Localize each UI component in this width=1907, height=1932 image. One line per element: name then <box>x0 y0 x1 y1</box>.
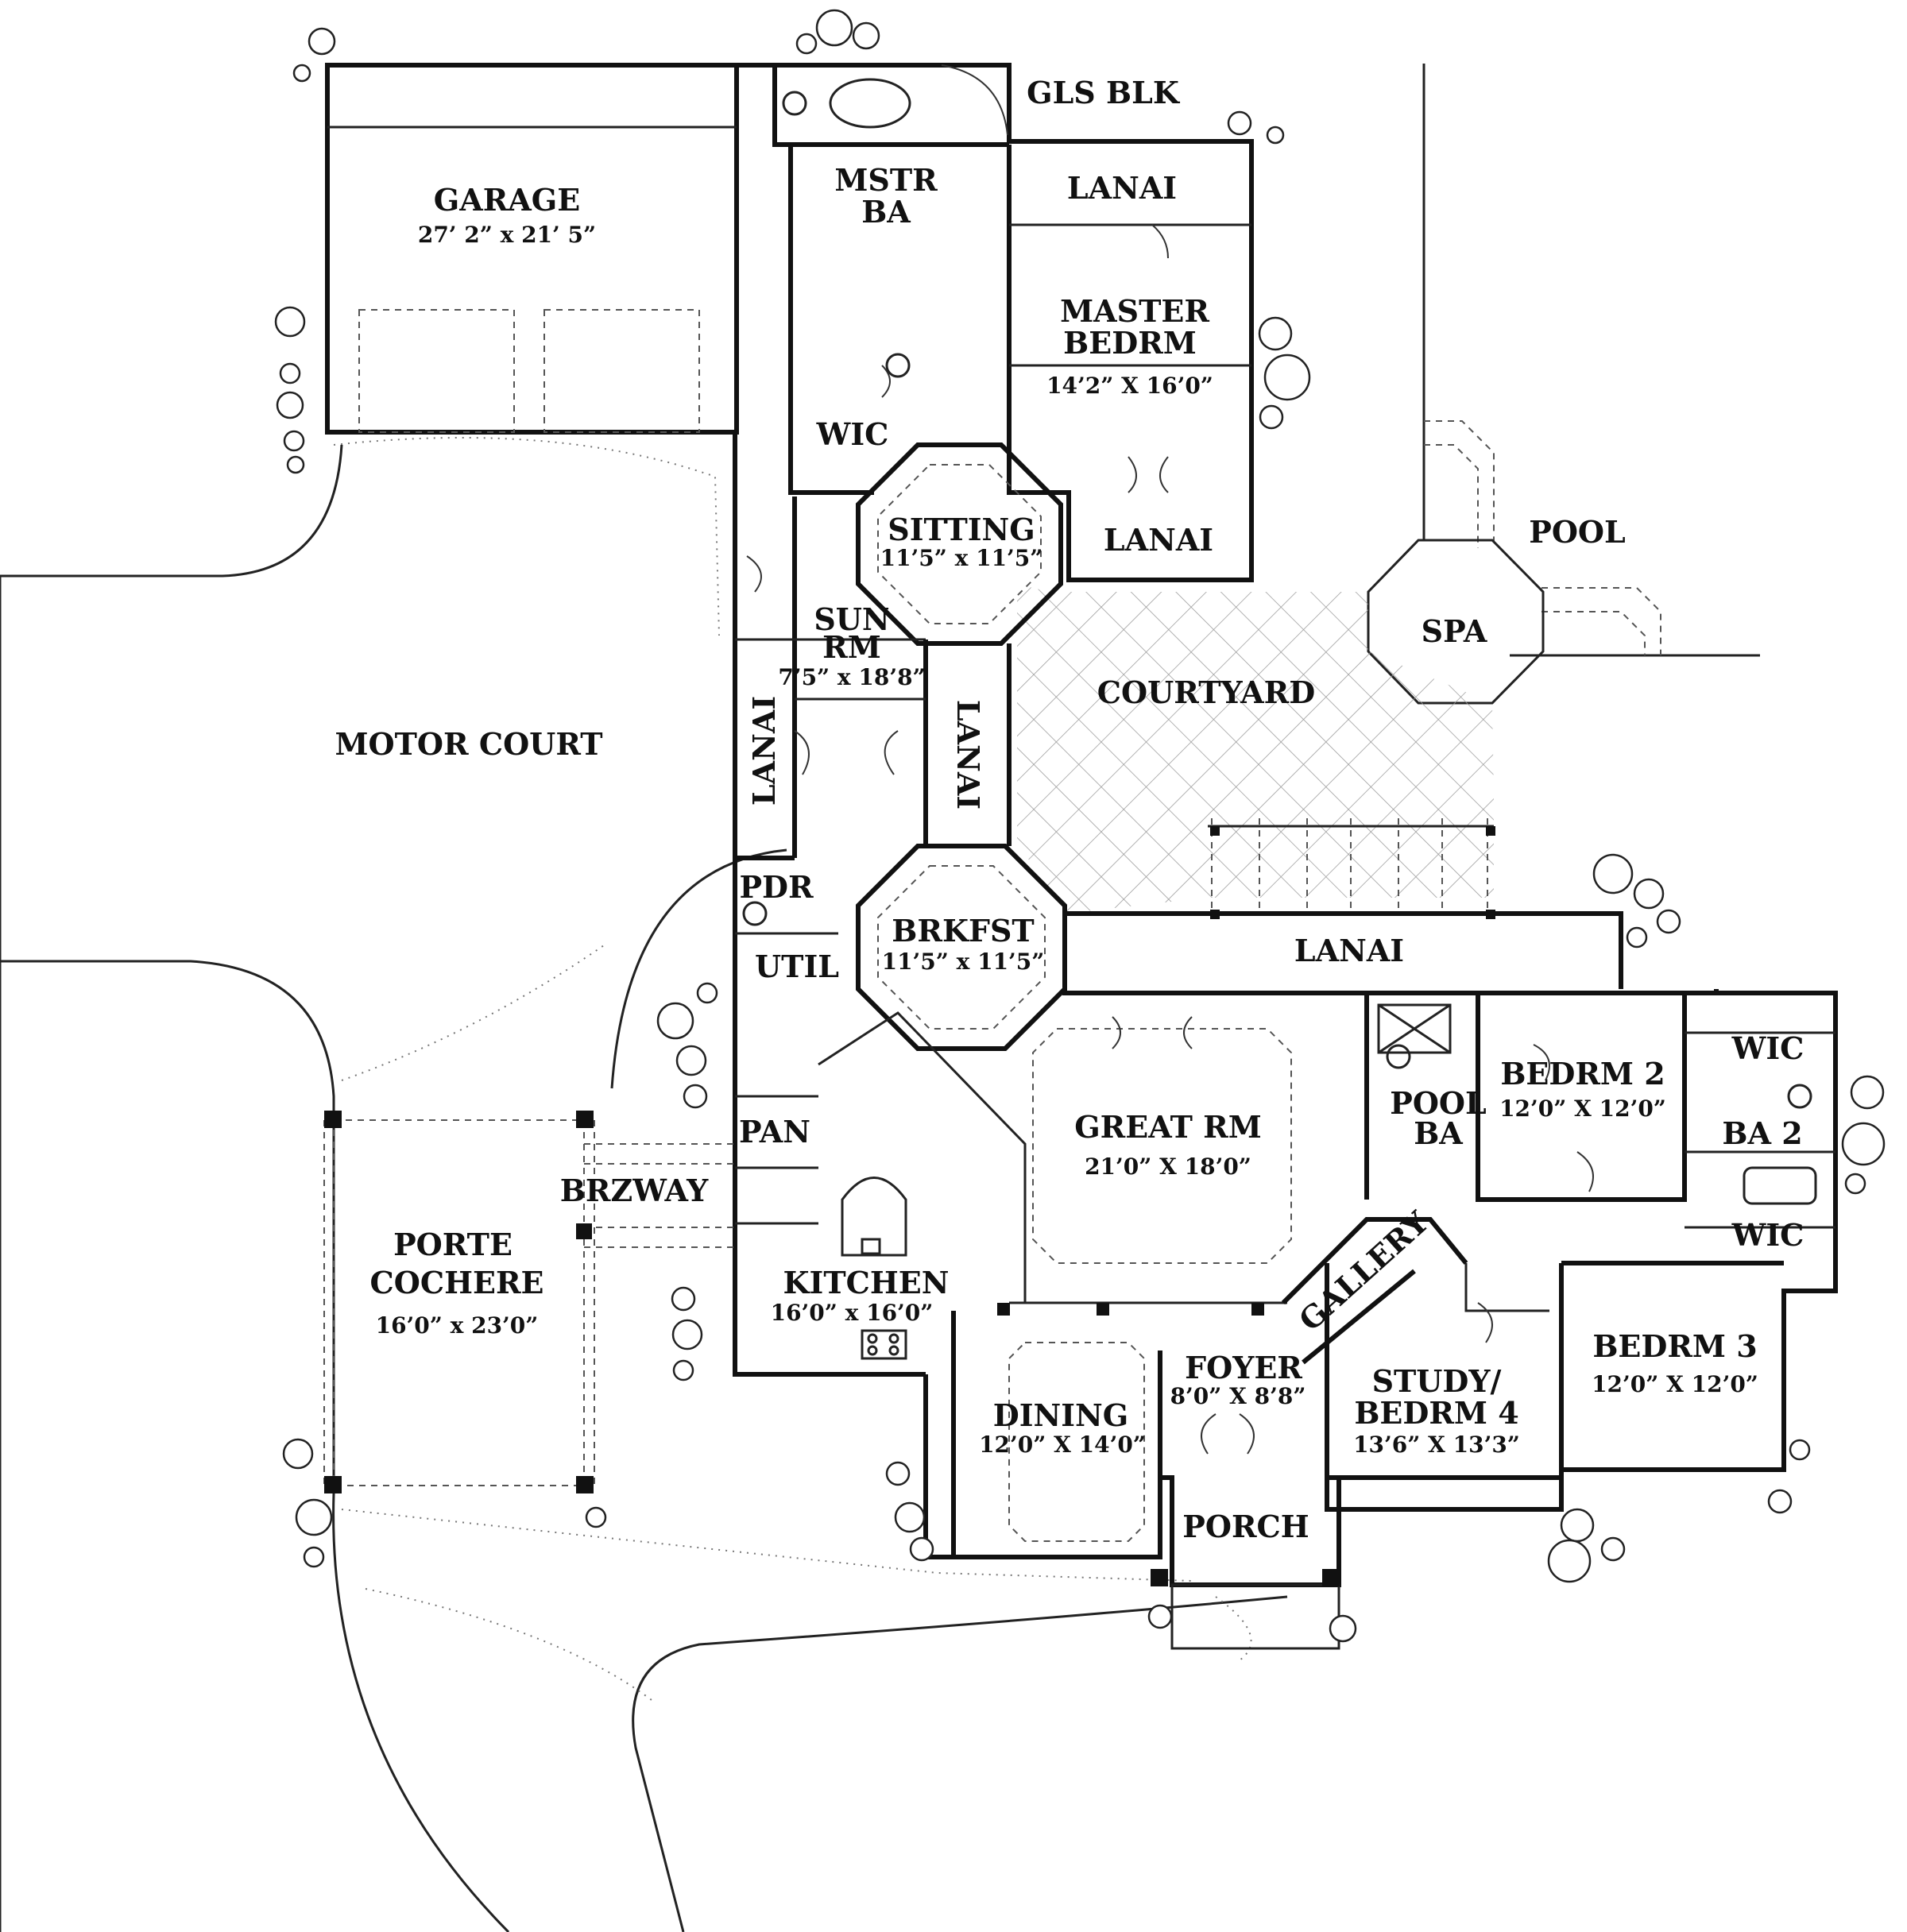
sitting-label: SITTING <box>888 512 1035 547</box>
porch-label: PORCH <box>1182 1509 1309 1544</box>
motor-court-label: MOTOR COURT <box>335 726 602 762</box>
mstr-ba-label-line2: BA <box>861 194 911 230</box>
foyer-dims: 8’0” X 8’8” <box>1170 1383 1306 1409</box>
pool-area <box>1367 64 1760 705</box>
lanai-top-label: LANAI <box>1067 170 1177 206</box>
sun-rm-label-line1: SUN <box>814 601 889 637</box>
porte-cochere <box>323 1111 595 1493</box>
pan-label: PAN <box>739 1114 810 1150</box>
landscaping <box>274 9 1886 1643</box>
master-bedrm-label-line1: MASTER <box>1060 293 1209 329</box>
kitchen-island <box>841 1177 907 1257</box>
kitchen-label: KITCHEN <box>783 1265 950 1300</box>
bedrm-2-dims: 12’0” X 12’0” <box>1499 1095 1666 1122</box>
mstr-ba-label-line1: MSTR <box>834 162 938 198</box>
sitting-dims: 11’5” x 11’5” <box>880 545 1043 571</box>
spa-label: SPA <box>1422 613 1487 649</box>
lanai-west-label: LANAI <box>746 696 782 806</box>
sun-rm-dims: 7’5” x 18’8” <box>778 664 925 690</box>
garage-label: GARAGE <box>434 182 580 218</box>
lanai-east-label: LANAI <box>950 700 986 810</box>
wic-3-label: WIC <box>1731 1217 1804 1253</box>
porte-cochere-label-line1: PORTE <box>393 1227 513 1262</box>
columns <box>997 826 1495 1586</box>
wic-master-label: WIC <box>816 416 889 452</box>
master-bedrm-dims: 14’2” X 16’0” <box>1046 373 1213 399</box>
bedrm-3-label: BEDRM 3 <box>1592 1328 1757 1364</box>
great-rm-label: GREAT RM <box>1074 1109 1262 1145</box>
pdr-label: PDR <box>739 869 814 905</box>
great-rm-dims: 21’0” X 18’0” <box>1085 1153 1251 1180</box>
dining-label: DINING <box>993 1397 1128 1433</box>
pool-label: POOL <box>1529 514 1626 550</box>
porte-cochere-label-line2: COCHERE <box>369 1265 543 1300</box>
door-swings <box>746 64 1594 1455</box>
wic-2-label: WIC <box>1731 1030 1804 1066</box>
porte-cochere-dims: 16’0” x 23’0” <box>376 1312 539 1339</box>
sun-rm-label-line2: RM <box>822 629 881 665</box>
pool-ba-label-line1: POOL <box>1390 1085 1487 1121</box>
toilet-icon <box>782 91 807 116</box>
ba-2-label: BA 2 <box>1722 1115 1802 1151</box>
fixtures <box>742 78 1817 1360</box>
master-bedrm-label-line2: BEDRM <box>1063 325 1197 361</box>
brkfst-label: BRKFST <box>892 913 1034 949</box>
study-label-line1: STUDY/ <box>1372 1363 1502 1399</box>
breezeway <box>576 1143 735 1248</box>
brzway-label: BRZWAY <box>560 1173 709 1208</box>
lanai-mid-label: LANAI <box>1104 522 1213 558</box>
brkfst-octagon <box>856 844 1067 1051</box>
courtyard-label: COURTYARD <box>1097 674 1315 710</box>
foyer-label: FOYER <box>1185 1350 1302 1385</box>
bedrm-3-dims: 12’0” X 12’0” <box>1592 1371 1758 1397</box>
pool-ba-label-line2: BA <box>1414 1115 1463 1151</box>
garage-dims: 27’ 2” x 21’ 5” <box>418 222 596 248</box>
brkfst-dims: 11’5” x 11’5” <box>882 949 1045 975</box>
study-dims: 13’6” X 13’3” <box>1353 1432 1520 1458</box>
house-walls <box>733 63 1838 1650</box>
kitchen-dims: 16’0” x 16’0” <box>771 1300 934 1326</box>
bedrm-2-label: BEDRM 2 <box>1500 1056 1665 1092</box>
garage <box>325 63 739 435</box>
util-label: UTIL <box>755 949 839 984</box>
dining-dims: 12’0” X 14’0” <box>979 1432 1146 1458</box>
gls-blk-label: GLS BLK <box>1027 75 1181 110</box>
master-tub-icon <box>829 78 911 129</box>
range-icon <box>861 1329 907 1360</box>
study-label-line2: BEDRM 4 <box>1354 1395 1518 1431</box>
sitting-octagon <box>856 442 1063 646</box>
lanai-rear-label: LANAI <box>1294 933 1404 968</box>
